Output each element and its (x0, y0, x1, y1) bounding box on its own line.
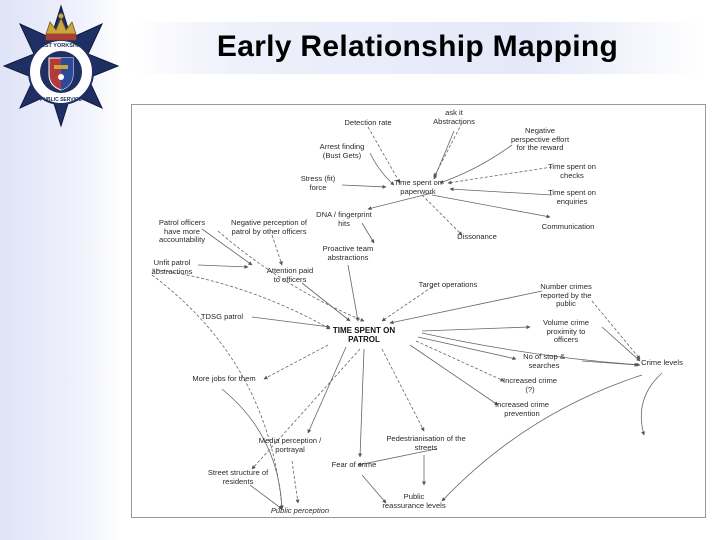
node-abstractions: ask it Abstractions (433, 108, 475, 126)
node-increased-crime: Increased crime (?) (502, 376, 558, 394)
node-time-enquiries: Time spent on enquiries (548, 188, 596, 206)
relationship-arrow (271, 234, 283, 266)
node-public-perception: Public perception (270, 506, 330, 515)
node-detection-rate: Detection rate (344, 118, 392, 127)
relationship-arrow (151, 274, 284, 510)
node-street-structure: Street structure of residents (207, 468, 269, 486)
relationship-arrow (361, 474, 387, 504)
relationship-arrow (601, 326, 641, 362)
node-time-checks: Time spent on checks (548, 162, 596, 180)
relationship-arrow (369, 152, 395, 186)
node-media-perception: Media perception / portrayal (258, 436, 322, 454)
relationship-arrow (291, 460, 300, 504)
relationship-arrow (251, 348, 361, 470)
relationship-arrow (447, 166, 553, 185)
relationship-arrow (197, 264, 249, 269)
node-pedestrianisation: Pedestrianisation of the streets (386, 434, 466, 452)
relationship-arrow (301, 282, 351, 322)
node-patrol-accountability: Patrol officers have more accountability (158, 218, 206, 245)
node-negative-perspective: Negative perspective effort for the rewa… (510, 126, 570, 153)
relationship-arrow (341, 184, 387, 189)
relationship-edges (151, 122, 663, 510)
relationship-arrow (415, 340, 505, 382)
relationship-arrow (263, 344, 329, 380)
node-dna-hits: DNA / fingerprint hits (316, 210, 372, 228)
relationship-arrow (361, 222, 375, 244)
relationship-arrow (249, 484, 283, 510)
node-time-spent-on-patrol: TIME SPENT ON PATROL (332, 326, 396, 344)
relationship-arrow (433, 122, 463, 178)
svg-text:PUBLIC SERVICE: PUBLIC SERVICE (40, 97, 83, 103)
node-arrest-finding: Arrest finding (Bust Gets) (319, 142, 365, 160)
node-attention-officers: Attention paid to officers (266, 266, 314, 284)
node-crime-levels: Crime levels (641, 358, 683, 367)
relationship-arrow (421, 332, 641, 367)
title-gradient-band (130, 22, 705, 74)
svg-text:WEST YORKSHIRE: WEST YORKSHIRE (36, 43, 86, 49)
node-dissonance: Dissonance (457, 232, 497, 241)
relationship-arrow (381, 286, 433, 322)
node-proactive-abstractions: Proactive team abstractions (322, 244, 374, 262)
node-unfit-abstractions: Unfit patrol abstractions (151, 258, 193, 276)
relationship-arrow (389, 290, 543, 325)
relationship-arrow (347, 264, 360, 322)
node-crime-prevention: Increased crime prevention (494, 400, 550, 418)
relationship-arrow (591, 300, 641, 360)
relationship-arrow (367, 192, 433, 211)
slide-title: Early Relationship Mapping (216, 30, 619, 63)
police-crest-logo: WEST YORKSHIRE PUBLIC SERVICE (2, 4, 120, 128)
node-stop-searches: No of stop & searches (523, 352, 565, 370)
node-tdsg-patrol: TDSG patrol (200, 312, 244, 321)
relationship-arrow (151, 268, 331, 330)
relationship-arrow (431, 194, 551, 219)
relationship-arrow (421, 194, 463, 236)
node-volume-crime: Volume crime proximity to officers (543, 318, 589, 345)
relationship-arrow (251, 316, 331, 329)
relationship-arrow (640, 372, 663, 436)
relationship-arrow (449, 187, 553, 196)
relationship-arrow (217, 230, 365, 322)
node-crimes-reported: Number crimes reported by the public (540, 282, 592, 309)
node-fear-of-crime: Fear of crime (331, 460, 377, 469)
relationship-arrow (358, 348, 365, 458)
relationship-arrow (433, 130, 455, 180)
node-target-operations: Target operations (418, 280, 478, 289)
relationship-arrow (421, 325, 531, 332)
relationship-arrow (439, 144, 513, 184)
relationship-arrow (201, 228, 253, 266)
node-stress-force: Stress (fit) force (300, 174, 336, 192)
relationship-arrow (381, 348, 425, 432)
relationship-map: Detection rate ask it Abstractions Negat… (131, 104, 706, 518)
relationship-arrow (409, 344, 499, 406)
relationship-arrow (417, 336, 517, 361)
relationship-arrow (307, 346, 347, 434)
node-communication: Communication (541, 222, 595, 231)
node-more-jobs: More jobs for them (192, 374, 256, 383)
relationship-arrow (357, 448, 437, 467)
relationship-arrow (441, 374, 643, 502)
relationship-arrow (581, 360, 639, 367)
relationship-arrow (367, 126, 401, 184)
node-time-paperwork: Time spent on paperwork (394, 178, 442, 196)
node-negative-perception: Negative perception of patrol by other o… (231, 218, 307, 236)
node-public-reassurance: Public reassurance levels (382, 492, 446, 510)
